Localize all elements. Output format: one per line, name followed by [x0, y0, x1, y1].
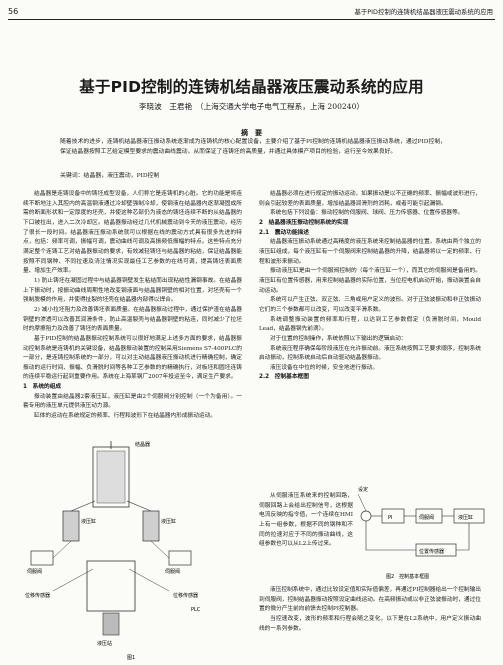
page-number: 56: [8, 7, 19, 16]
figure1-label: 结晶器: [135, 441, 150, 448]
figure1-label: 伺服阀: [27, 568, 42, 575]
paragraph: 结晶器必须在进行规定的振动运动，如果振动是以不正确的频率、振幅或波形进行，则会引…: [259, 191, 481, 207]
figure2-caption: 图2 控制基本框图: [386, 573, 429, 580]
section-heading: 2 结晶器液压振动控制系统的实现: [259, 219, 349, 226]
figure-2-block-diagram: PI 伺服阀 液压缸 位置传感器 设定 图2 控制基本框图: [358, 486, 485, 580]
paragraph: 对于位置的控制操作，系统依照以下输出的逻辑启动：: [270, 335, 407, 342]
left-column: 结晶器是连铸设备中的铸坯成型设备，人们称它是连铸机的心脏。它的功能是将连续不断地…: [23, 190, 242, 422]
paragraph: 系统可以产生正弦、双正弦、三角或用户定义的波形。对于正弦波振动和非正弦振动它们的…: [259, 297, 481, 313]
paragraph: 从伺服液压系统来的控制回路，伺服回路上会给出控制信号，这根据电流反映的指令值，一…: [259, 493, 353, 548]
figure1-caption: 图1: [127, 655, 135, 661]
figure1-label: PLC: [191, 607, 201, 613]
subsection-heading: 2.1 震动功能描述: [259, 229, 309, 236]
figure1-label: 液压缸: [81, 518, 96, 525]
figure1-label: 伺服阀: [165, 568, 180, 575]
paragraph: 结晶器液压振动系统通过高精度的液压系统来控制结晶器的位置，系统由两个独立的液压缸…: [259, 239, 481, 265]
running-title: 基于PID控制的连铸机结晶器液压震动系统的应用: [354, 8, 493, 16]
figure1-label: 液压缸: [161, 518, 176, 525]
figure1-label: 位移传感器: [25, 592, 50, 599]
paragraph: 系统包括下列设备：振动控制的伺服阀、球阀、压力传感器、位置传感器等。: [270, 210, 464, 217]
figure-1-diagram: 结晶器 液压缸 液压缸 伺服阀 伺服阀 位移传感器 位移传感器 液压站 PLC …: [25, 441, 201, 661]
figure1-label: 液压站: [97, 640, 112, 647]
subsection-heading: 2.2 控制基本框图: [259, 374, 309, 381]
abstract-heading: 摘 要: [241, 128, 262, 137]
right-column-bottom: 液压控制系统中，通过比较设定值和实际值偏差，再通过PI控制器给出一个控制输出到伺…: [259, 586, 481, 634]
right-column-side-text: 从伺服液压系统来的控制回路，伺服回路上会给出控制信号，这根据电流反映的指令值，一…: [259, 492, 353, 550]
header-rule: [8, 19, 495, 20]
figure2-label: 液压缸: [458, 514, 473, 521]
paragraph: 液压控制系统中，通过比较设定值和实际值偏差，再通过PI控制器给出一个控制输出到伺…: [259, 587, 481, 613]
paragraph: 结晶器是连铸设备中的铸坯成型设备，人们称它是连铸机的心脏。它的功能是将连续不断地…: [23, 191, 242, 275]
paragraph: 液压设备在中位的时候，安全地进行振动。: [270, 364, 379, 371]
figure1-label: 位移传感器: [173, 592, 198, 599]
paragraph: 当控速改变，波形的频率和行程会随之变化，以下是在L2系统中，用户定义振动曲线的一…: [259, 615, 481, 632]
paragraph: 1) 防止铸坯在凝固过程中与结晶器铜壁发生粘结而出现粘结性漏钢事故。在结晶器上下…: [23, 277, 242, 304]
authors: 李晓波 王君艳 （上海交通大学电子电气工程系，上海 200240）: [138, 102, 365, 111]
page-header: 56 基于PID控制的连铸机结晶器液压震动系统的应用: [0, 0, 503, 22]
section-heading: 1 系统的组成: [23, 384, 62, 391]
figure2-label: 伺服阀: [419, 514, 434, 521]
paragraph: 振动液压缸是由一个伺服阀控制的（每个液压缸一个），而其它的伺服阀是备用的。液压缸…: [259, 268, 481, 294]
paragraph: 2) 减小拉坯阻力及改善铸坯表面质量。在结晶器振动过程中，通过保护渣在结晶器铜壁…: [23, 306, 242, 333]
figure2-label: 位置传感器: [419, 548, 444, 555]
paper-title: 基于PID控制的连铸机结晶器液压震动系统的应用: [79, 78, 424, 96]
figure2-label: 设定: [358, 486, 368, 493]
right-column-top: 结晶器必须在进行规定的振动运动，如果振动是以不正确的频率、振幅或波形进行，则会引…: [259, 190, 481, 383]
paragraph: 缸体的运动在系统规定的频率、行程和波形下在结晶器内形成振动运动。: [34, 413, 216, 420]
paragraph: 系统调整振动装置的频率和行程，以达到工艺参数假定（负滑脱时间，Mould Lea…: [259, 316, 481, 333]
paragraph: 系统液压程序确保每阶段液压在允许振动前。液压系统按照工艺要求顺序，控制系统启动振…: [259, 345, 481, 362]
paragraph: 基于PID控制的结晶器振动控制系统可以很好地满足上述多方面的要求，结晶器振动控制…: [23, 335, 242, 381]
figure2-label: PI: [388, 515, 393, 521]
keywords: 关键词：结晶器，液压震动，PID控制: [60, 173, 160, 179]
abstract-text: 随着技术的进步，连铸机结晶器液压振动系统逐渐成为连铸机的核心配置设备，主要介绍了…: [60, 139, 446, 155]
paragraph: 振动装置由结晶器2套液压缸，液压缸是由2个伺服阀分别控制（一个为备用）。一套专用…: [23, 393, 242, 410]
